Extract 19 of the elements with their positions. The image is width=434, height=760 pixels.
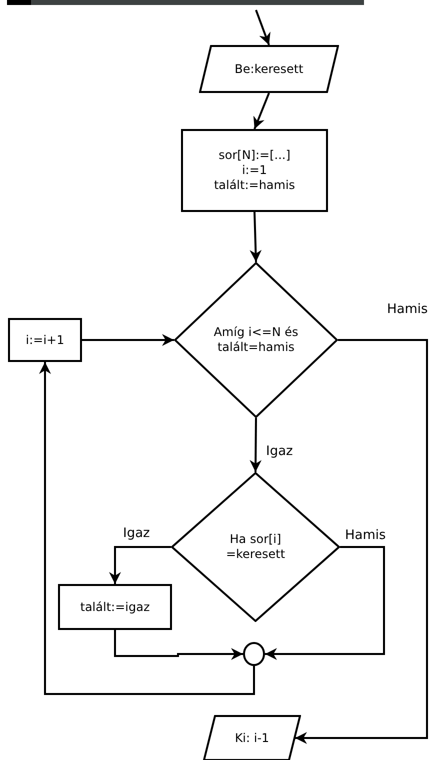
node-text: Amíg i<=N és talált=hamis: [212, 325, 300, 355]
node-text: Be:keresett: [234, 62, 304, 76]
node-text: talált:=igaz: [80, 600, 150, 614]
node-text: Ki: i-1: [234, 730, 270, 746]
node-text: i:=i+1: [26, 332, 64, 348]
arrow: [39, 362, 255, 695]
arrow: [253, 92, 270, 130]
arrow: [295, 339, 428, 744]
edge-label: Igaz: [265, 444, 294, 460]
arrow: [250, 212, 262, 262]
arrow: [109, 546, 171, 584]
arrow: [265, 546, 385, 660]
edge-label: Igaz: [122, 526, 151, 542]
arrow: [250, 418, 262, 472]
node-text: sor[N]:=[...] i:=1 talált:=hamis: [212, 148, 296, 193]
arrow: [255, 10, 270, 46]
arrow: [114, 630, 243, 660]
arrow: [82, 334, 174, 346]
node-text: Ha sor[i] =keresett: [224, 532, 286, 562]
